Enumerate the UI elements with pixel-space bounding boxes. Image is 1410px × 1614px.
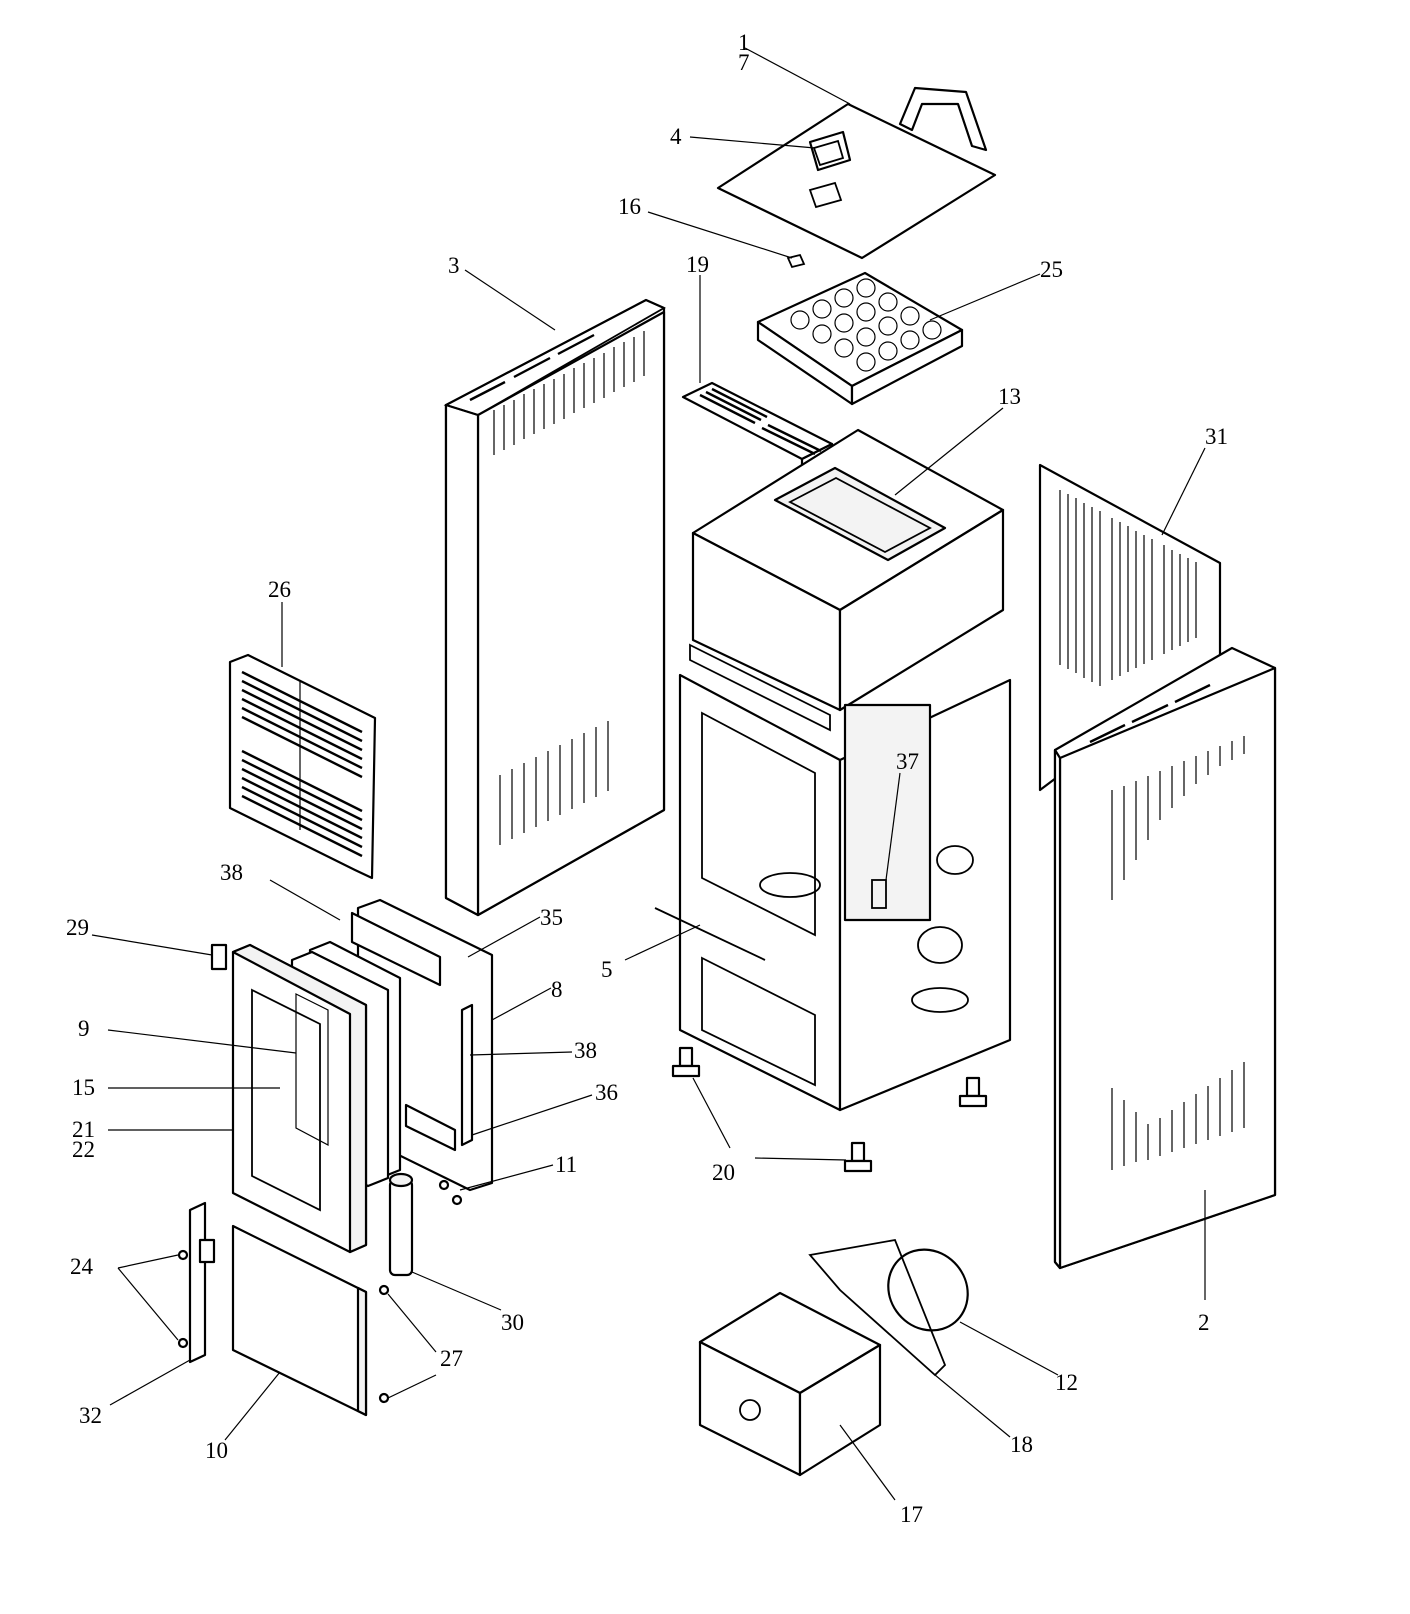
ash-drawer-gasket (887, 1248, 969, 1332)
callout-13: 13 (998, 384, 1021, 409)
callout-38-side: 38 (574, 1038, 597, 1063)
callout-30: 30 (501, 1310, 524, 1335)
stove-body (654, 428, 1012, 1112)
hinge-pins (177, 1249, 189, 1349)
callout-2: 2 (1198, 1310, 1210, 1335)
door-handle-clip (210, 943, 228, 971)
callout-22: 22 (72, 1137, 95, 1162)
callout-9: 9 (78, 1016, 90, 1041)
callout-24: 24 (70, 1254, 94, 1279)
callout-12: 12 (1055, 1370, 1078, 1395)
callout-labels: 1 7 4 16 3 19 25 13 31 26 37 2 38 35 29 … (66, 30, 1228, 1527)
rear-panel (1038, 463, 1222, 792)
top-grille (681, 381, 834, 469)
door-glass (295, 993, 329, 1146)
callout-15: 15 (72, 1075, 95, 1100)
callout-7: 7 (738, 50, 750, 75)
callout-8: 8 (551, 977, 563, 1002)
callout-1: 1 (738, 30, 750, 55)
callout-5: 5 (601, 957, 613, 982)
lower-door (231, 1224, 368, 1417)
callout-3: 3 (448, 253, 460, 278)
callout-11: 11 (555, 1152, 577, 1177)
lower-door-pins (378, 1284, 390, 1404)
door-frame (231, 943, 368, 1254)
front-grille (228, 653, 377, 880)
callout-18: 18 (1010, 1432, 1033, 1457)
callout-25: 25 (1040, 257, 1063, 282)
callout-4: 4 (670, 124, 682, 149)
ash-drawer-seal (808, 1238, 947, 1377)
callout-16: 16 (618, 194, 641, 219)
callout-32: 32 (79, 1403, 102, 1428)
callout-21: 21 (72, 1117, 95, 1142)
door-frame-bracket (350, 911, 457, 1152)
callout-17: 17 (900, 1502, 923, 1527)
callout-20: 20 (712, 1160, 735, 1185)
door-handle (388, 1172, 414, 1277)
callout-31: 31 (1205, 424, 1228, 449)
hinge-bracket (188, 1201, 216, 1364)
top-lid (716, 86, 997, 269)
adjustable-feet (671, 1046, 988, 1173)
callout-19: 19 (686, 252, 709, 277)
glass-retainer (460, 1003, 474, 1147)
callout-37: 37 (896, 749, 919, 774)
callout-38-top: 38 (220, 860, 243, 885)
right-side-panel (1053, 646, 1277, 1270)
heat-exchanger-grid (756, 271, 964, 406)
ash-drawer (698, 1291, 882, 1477)
callout-10: 10 (205, 1438, 228, 1463)
callout-26: 26 (268, 577, 291, 602)
callout-35: 35 (540, 905, 563, 930)
callout-29: 29 (66, 915, 89, 940)
callout-27: 27 (440, 1346, 463, 1371)
callout-36: 36 (595, 1080, 618, 1105)
door-screws (438, 1179, 463, 1206)
leader-lines (91, 47, 1206, 1501)
left-side-panel (443, 298, 666, 917)
